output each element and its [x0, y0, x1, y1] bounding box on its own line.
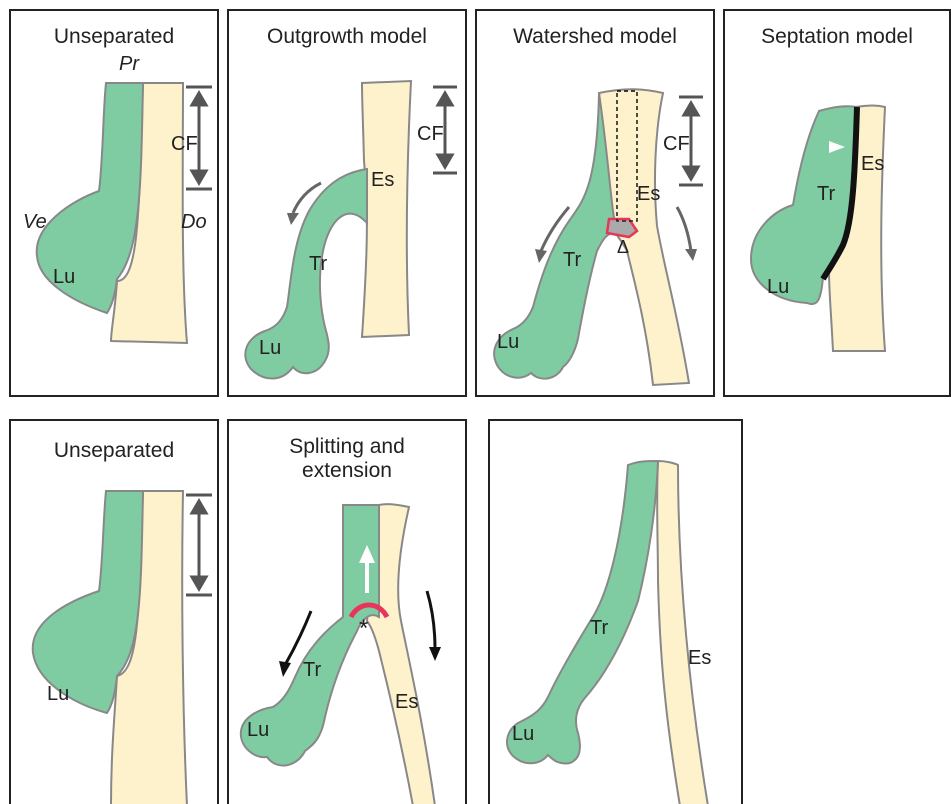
- diagram-unseparated-top: [11, 11, 219, 397]
- panel-unseparated-top: Unseparated Pr Ve Do CF Lu: [9, 9, 219, 397]
- panel-title: Watershed model: [477, 25, 713, 49]
- label-trachea: Tr: [303, 659, 321, 682]
- panel-septation-model: Septation model Es Tr Lu: [723, 9, 951, 397]
- label-cf: CF: [663, 133, 690, 156]
- label-lung: Lu: [767, 276, 789, 299]
- label-asterisk: *: [359, 615, 368, 643]
- label-esophagus: Es: [371, 169, 394, 192]
- label-lung: Lu: [53, 266, 75, 289]
- panel-title: Outgrowth model: [229, 25, 465, 49]
- panel-title: Unseparated: [11, 25, 217, 49]
- label-delta: Δ: [617, 237, 629, 258]
- label-proximal: Pr: [119, 53, 139, 76]
- label-trachea: Tr: [590, 617, 608, 640]
- label-esophagus: Es: [861, 153, 884, 176]
- label-cf: CF: [417, 123, 444, 146]
- label-esophagus: Es: [637, 183, 660, 206]
- panel-splitting-extension: Splitting and extension * Tr Es Lu: [227, 419, 467, 804]
- panel-unseparated-bottom: Unseparated Lu: [9, 419, 219, 804]
- label-trachea: Tr: [817, 183, 835, 206]
- label-lung: Lu: [259, 337, 281, 360]
- label-cf: CF: [171, 133, 198, 156]
- label-dorsal: Do: [181, 211, 207, 234]
- label-esophagus: Es: [688, 647, 711, 670]
- label-lung: Lu: [512, 723, 534, 746]
- label-trachea: Tr: [309, 253, 327, 276]
- panel-title: Splitting and extension: [229, 435, 465, 483]
- panel-title: Unseparated: [11, 439, 217, 463]
- diagram-septation: [725, 11, 951, 397]
- diagram-unseparated-bottom: [11, 421, 219, 804]
- panel-watershed-model: Watershed model CF Es Tr Lu Δ: [475, 9, 715, 397]
- diagram-separated: [490, 421, 743, 804]
- panel-outgrowth-model: Outgrowth model CF Es Tr Lu: [227, 9, 467, 397]
- panel-separated-result: Tr Es Lu: [488, 419, 743, 804]
- label-ventral: Ve: [23, 211, 47, 234]
- label-trachea: Tr: [563, 249, 581, 272]
- label-lung: Lu: [497, 331, 519, 354]
- label-lung: Lu: [47, 683, 69, 706]
- label-esophagus: Es: [395, 691, 418, 714]
- label-lung: Lu: [247, 719, 269, 742]
- panel-title: Septation model: [725, 25, 949, 49]
